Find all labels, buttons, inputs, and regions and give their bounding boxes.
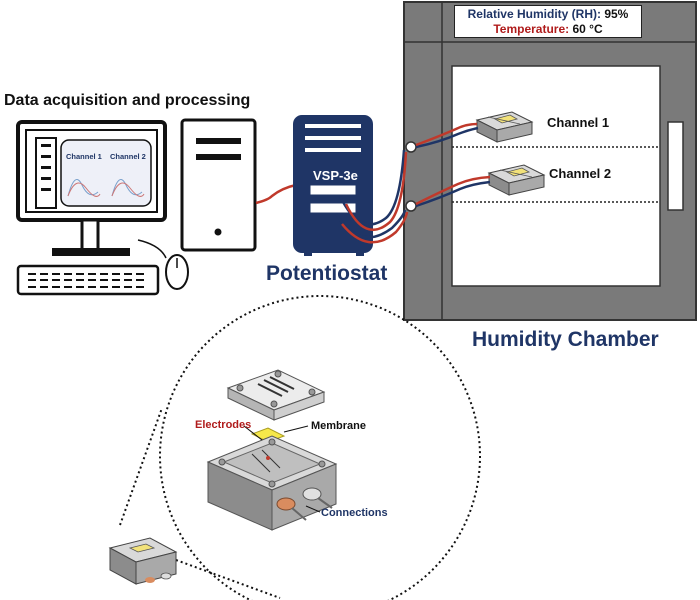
data-cable <box>255 183 297 205</box>
device-model-label: VSP-3e <box>313 168 358 183</box>
channel-2-label: Channel 2 <box>549 166 612 181</box>
humidity-value: 95% <box>604 7 629 21</box>
humidity-chamber-label: Humidity Chamber <box>472 328 659 351</box>
potentiostat-cables <box>334 149 409 244</box>
humidity-readout: Relative Humidity (RH): 95% <box>455 7 641 22</box>
keyboard <box>16 264 160 296</box>
cell-lid <box>226 369 326 421</box>
temperature-label: Temperature: <box>493 22 570 36</box>
zoom-line-lower <box>175 559 281 599</box>
mouse <box>137 239 189 290</box>
cell-base <box>206 435 338 531</box>
chamber-display: Relative Humidity (RH): 95% Temperature:… <box>454 5 642 38</box>
membrane-leader <box>283 425 309 433</box>
potentiostat <box>293 115 373 256</box>
screen-channel-1-label: Channel 1 <box>66 152 102 161</box>
temperature-readout: Temperature: 60 °C <box>455 22 641 37</box>
computer-tower <box>180 118 257 252</box>
channel-1-cell <box>475 111 534 143</box>
temperature-value: 60 °C <box>572 22 603 36</box>
connectors <box>276 487 333 521</box>
chamber-cables <box>415 122 491 208</box>
channel-1-label: Channel 1 <box>547 115 610 130</box>
connections-label: Connections <box>321 507 388 519</box>
membrane-label: Membrane <box>311 420 367 432</box>
zoom-circle <box>159 295 481 600</box>
chamber-port-2 <box>405 200 417 212</box>
potentiostat-label: Potentiostat <box>266 262 388 285</box>
chamber-port-1 <box>405 141 417 153</box>
humidity-chamber <box>403 1 697 321</box>
humidity-label: Relative Humidity (RH): <box>467 7 601 21</box>
small-cell <box>108 537 178 585</box>
zoom-line-upper <box>119 407 163 526</box>
chamber-handle <box>667 121 684 211</box>
channel-2-cell <box>487 164 546 196</box>
screen-channel-2-label: Channel 2 <box>110 152 146 161</box>
connections-leader <box>305 505 321 513</box>
data-acquisition-label: Data acquisition and processing <box>4 92 251 109</box>
computer-monitor <box>16 120 167 256</box>
electrodes-label: Electrodes <box>195 419 252 431</box>
electrodes-leader <box>243 425 263 441</box>
